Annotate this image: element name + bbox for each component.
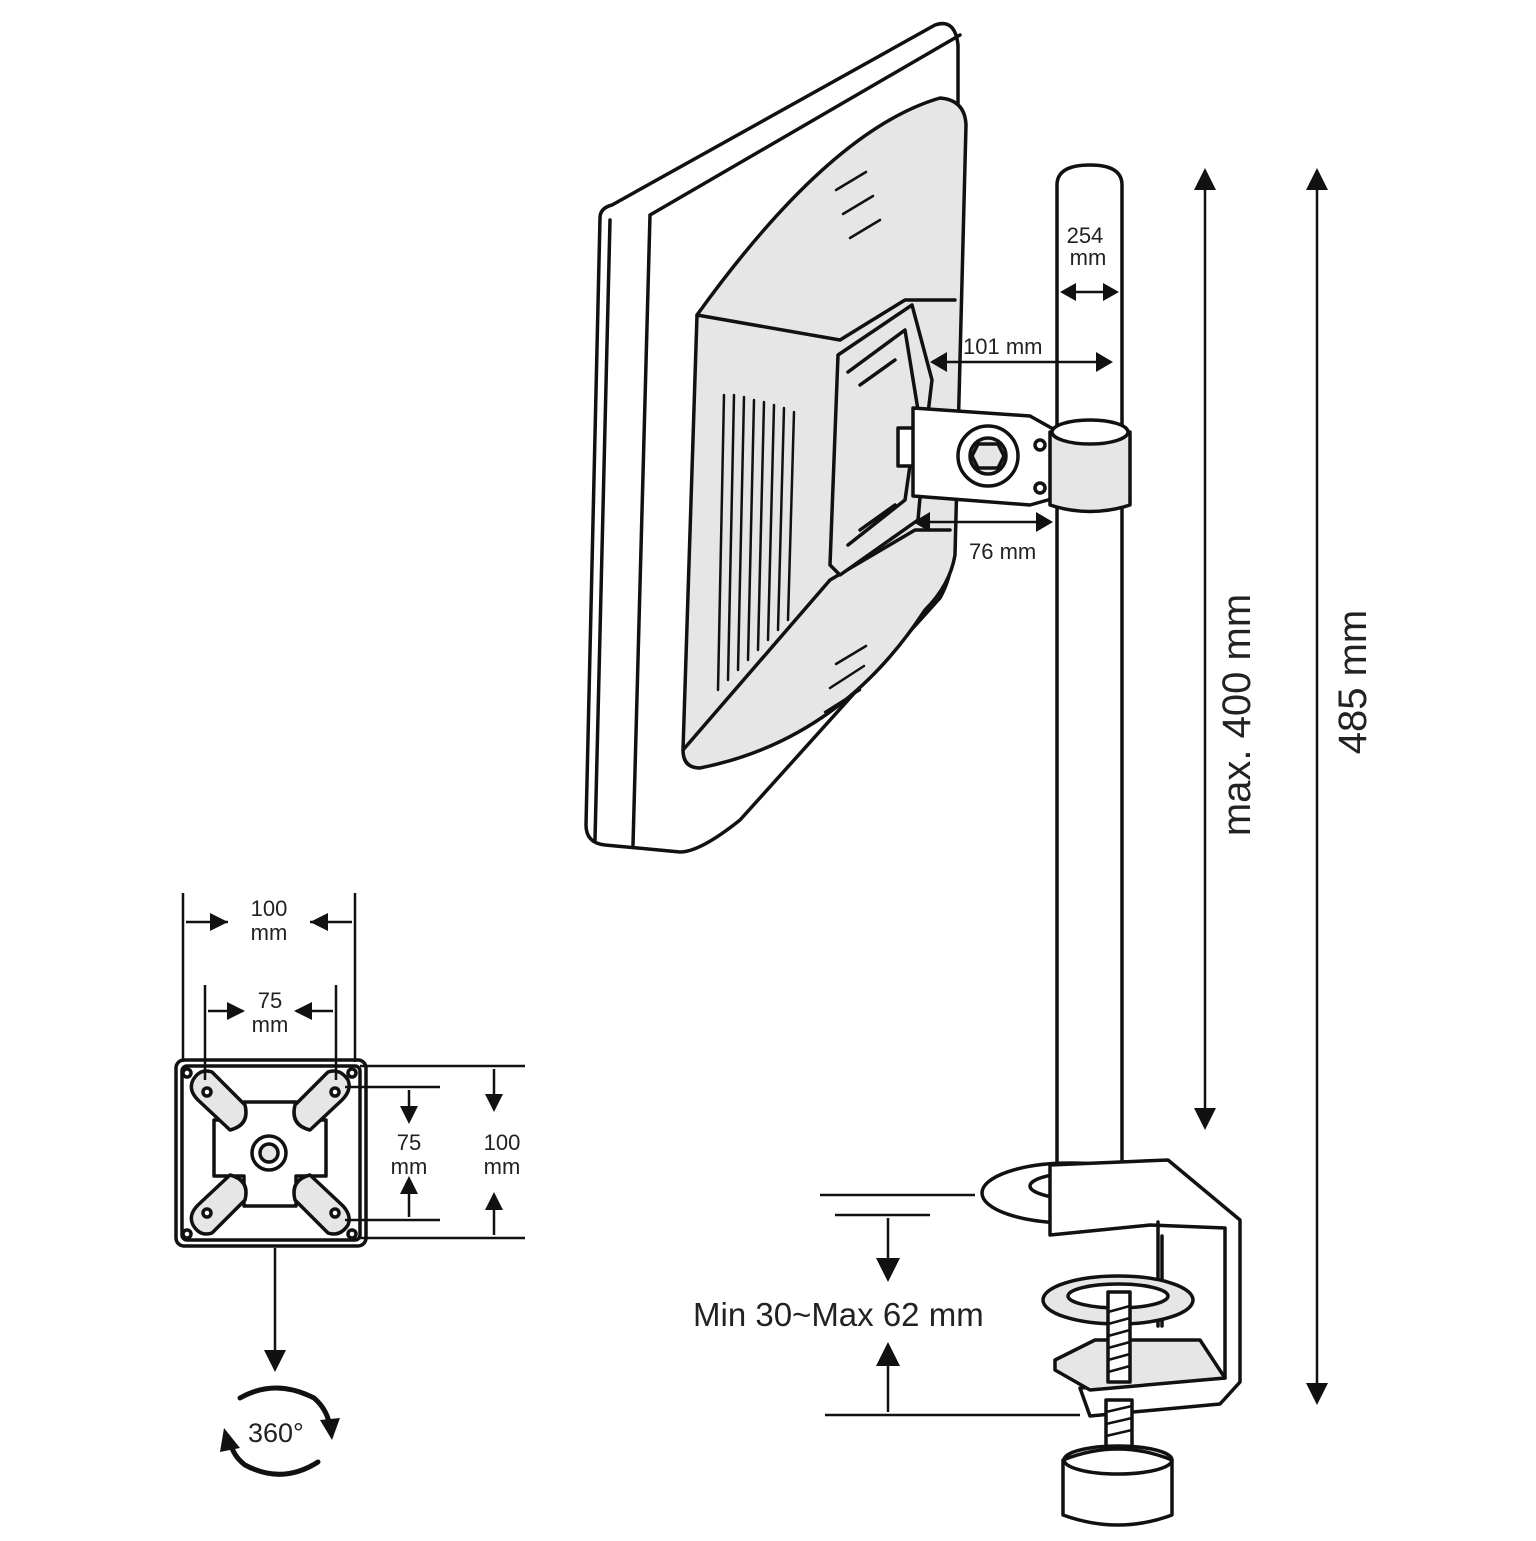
dim-arm-reach [930,352,1113,372]
dim-clamp-range [820,1193,1080,1417]
pole-collar [1048,430,1132,514]
monitor [584,21,968,854]
vent-bottom [823,644,868,714]
label-pole-diameter-line2: mm [1070,245,1107,270]
vesa-holes [181,1067,358,1240]
label-rotation: 360° [248,1418,304,1448]
label-total-height: 485 mm [1331,610,1375,755]
vent-side [716,393,796,692]
arm-hinge [896,406,1057,507]
pole [1048,163,1132,1192]
dim-vesa-outer-w [181,893,357,1062]
monitor-bezel-edge [593,33,962,847]
clamp-knob [1061,1447,1174,1527]
pole-collar-top [1050,418,1130,446]
dim-pole-diameter [1060,283,1119,301]
vesa-plate-arms [189,1069,351,1236]
vent-top [834,170,882,240]
label-clamp-range: Min 30~Max 62 mm [693,1296,984,1333]
dim-total-height [1306,168,1328,1405]
dim-vesa-outer-h [360,1064,525,1240]
vesa-plate [174,1058,368,1248]
hinge-bolt-hex [970,442,1006,470]
clamp-top-arm [1048,1158,1242,1418]
label-height-adjust: max. 400 mm [1215,594,1259,836]
clamp-screw [1104,1290,1134,1452]
label-arm-depth: 76 mm [969,539,1036,564]
pole-body [1055,163,1124,1192]
monitor-back-ridge [681,298,957,752]
dim-height-adjust [1194,168,1216,1130]
monitor-back-cover [681,96,968,770]
clamp-lower-jaw [1053,1338,1227,1392]
hinge-bolt-inner [968,436,1008,476]
dim-vesa-inner-h [345,1085,440,1222]
label-arm-reach: 101 mm [963,334,1042,359]
dim-vesa-inner-w [203,985,338,1080]
rotation-indicator [220,1248,340,1477]
label-pole-diameter-line1: 254 [1067,223,1104,248]
desk-clamp [980,1158,1242,1527]
dim-arm-depth [913,512,1053,532]
label-pole-diameter: 254 mm [1067,223,1110,270]
